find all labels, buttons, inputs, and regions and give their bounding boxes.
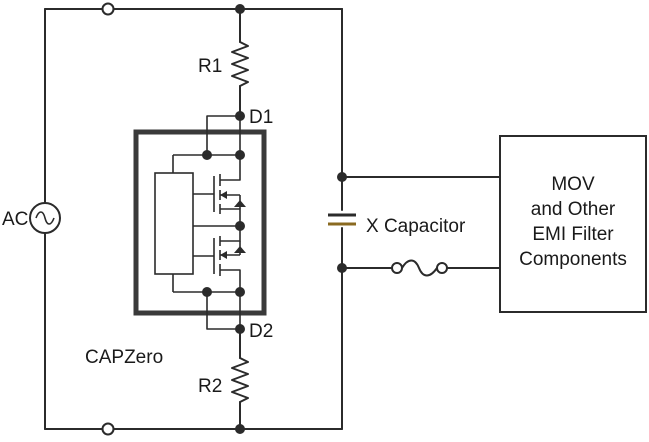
upper-mosfet-icon <box>193 155 246 228</box>
capzero-label: CAPZero <box>85 347 163 368</box>
filter-box-line-1: MOV <box>551 174 595 195</box>
capzero-control-block <box>154 172 194 275</box>
r1-label: R1 <box>198 56 222 77</box>
r1-resistor-icon <box>231 41 249 87</box>
ac-terminal-bottom <box>101 422 115 436</box>
filter-box-line-3: EMI Filter <box>532 224 614 245</box>
lower-mosfet-icon <box>193 226 246 292</box>
filter-box-line-4: Components <box>519 249 627 270</box>
ac-label: AC <box>2 209 28 230</box>
x-capacitor-label: X Capacitor <box>366 216 466 237</box>
d2-internal-wiring <box>172 274 245 330</box>
r2-label: R2 <box>198 376 222 397</box>
filter-box-line-2: and Other <box>531 199 616 220</box>
d1-internal-wiring <box>172 115 245 173</box>
d1-label: D1 <box>249 107 273 128</box>
ac-terminal-top <box>101 2 115 16</box>
ac-source-icon <box>29 202 61 234</box>
capzero-package <box>133 129 267 316</box>
fuse-icon <box>391 259 448 277</box>
r2-resistor-icon <box>231 357 249 403</box>
emi-filter-box <box>499 135 647 313</box>
x-capacitor-icon <box>328 213 356 226</box>
d2-label: D2 <box>249 321 273 342</box>
